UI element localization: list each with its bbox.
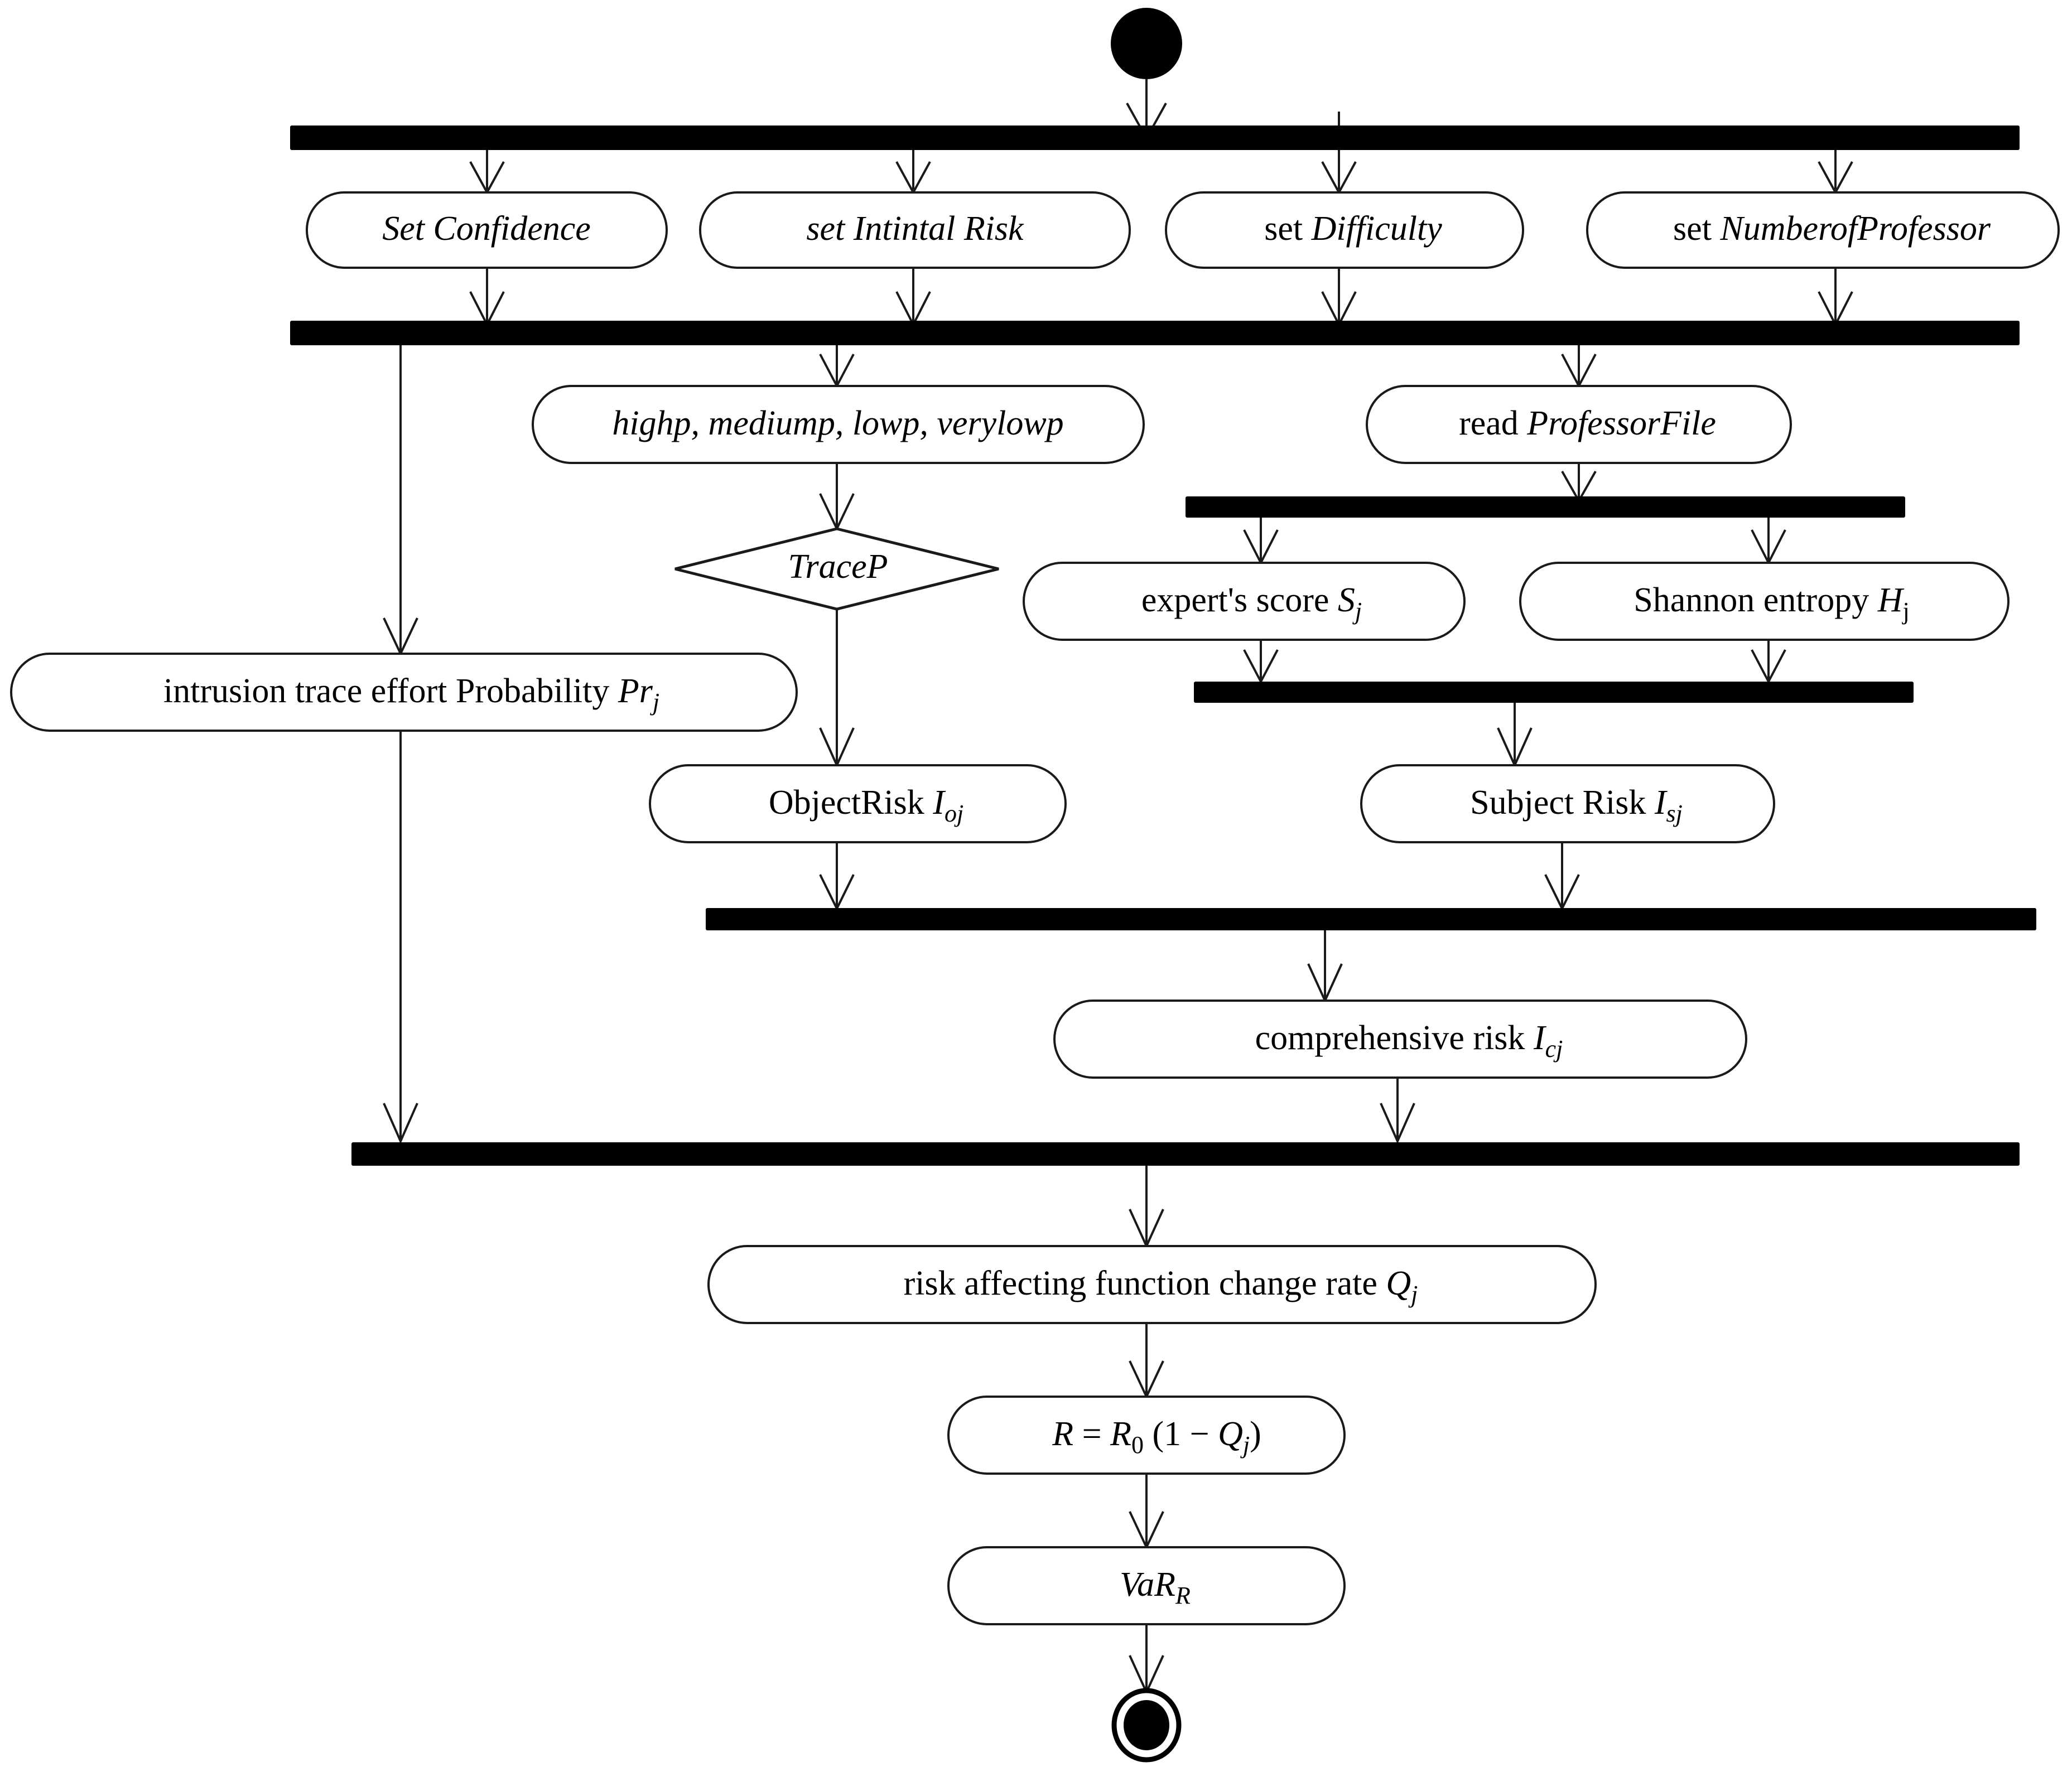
initial-node	[1111, 8, 1182, 79]
node-object-risk[interactable]: ObjectRisk Ioj	[649, 764, 1067, 843]
join-bar-3	[1194, 682, 1914, 703]
node-probability-levels[interactable]: highp, mediump, lowp, verylowp	[532, 385, 1145, 464]
node-trace-p-decision[interactable]: TraceP	[674, 527, 999, 611]
join-bar-5	[351, 1142, 2020, 1166]
node-risk-formula-label: R = R0 (1 − Qj)	[975, 1415, 1322, 1459]
final-node-dot	[1124, 1700, 1169, 1750]
node-shannon-entropy-label: Shannon entropy Hj	[1556, 581, 1970, 629]
node-set-difficulty[interactable]: set Difficulty	[1165, 191, 1524, 269]
fork-bar-3	[1186, 496, 1905, 518]
node-intrusion-trace-probability[interactable]: intrusion trace effort Probability Prj	[10, 653, 798, 732]
node-object-risk-label: ObjectRisk Ioj	[691, 784, 1024, 832]
node-subject-risk[interactable]: Subject Risk Isj	[1360, 764, 1775, 843]
arrowhead-join5-in-1	[383, 1103, 418, 1144]
join-bar-4	[706, 908, 2036, 930]
node-read-professor-file-label: read ProfessorFile	[1381, 404, 1777, 442]
node-set-initial-risk[interactable]: set Intintal Risk	[699, 191, 1131, 269]
node-comprehensive-risk-label: comprehensive risk Icj	[1177, 1019, 1623, 1067]
node-set-number-of-professor-label: set NumberofProfessor	[1596, 210, 2051, 248]
node-trace-p-label: TraceP	[788, 548, 888, 586]
node-var-r[interactable]: VaRR	[947, 1546, 1346, 1625]
node-intrusion-trace-probability-label: intrusion trace effort Probability Prj	[85, 672, 720, 720]
node-risk-formula[interactable]: R = R0 (1 − Qj)	[947, 1396, 1346, 1475]
node-layer: Set Confidence set Intintal Risk set Dif…	[10, 191, 2060, 1625]
node-read-professor-file[interactable]: read ProfessorFile	[1366, 385, 1792, 464]
terminal-layer	[1111, 8, 1182, 1763]
node-experts-score-label: expert's score Sj	[1063, 581, 1422, 629]
node-set-confidence[interactable]: Set Confidence	[306, 191, 668, 269]
arrowhead-join5-in-2	[1380, 1103, 1415, 1144]
node-experts-score[interactable]: expert's score Sj	[1023, 562, 1466, 641]
node-set-initial-risk-label: set Intintal Risk	[806, 210, 1024, 248]
node-change-rate-label: risk affecting function change rate Qj	[826, 1264, 1478, 1312]
node-probability-levels-label: highp, mediump, lowp, verylowp	[612, 404, 1063, 442]
node-subject-risk-label: Subject Risk Isj	[1392, 784, 1743, 832]
node-var-r-label: VaRR	[1042, 1566, 1251, 1614]
node-shannon-entropy[interactable]: Shannon entropy Hj	[1519, 562, 2010, 641]
node-comprehensive-risk[interactable]: comprehensive risk Icj	[1053, 1000, 1747, 1079]
node-set-confidence-label: Set Confidence	[382, 210, 591, 248]
node-set-difficulty-label: set Difficulty	[1187, 210, 1503, 248]
fork-bar-1	[290, 125, 2020, 150]
node-change-rate[interactable]: risk affecting function change rate Qj	[707, 1245, 1597, 1324]
bar-layer	[290, 125, 2036, 1166]
node-set-number-of-professor[interactable]: set NumberofProfessor	[1586, 191, 2060, 269]
fork-bar-2	[290, 321, 2020, 345]
